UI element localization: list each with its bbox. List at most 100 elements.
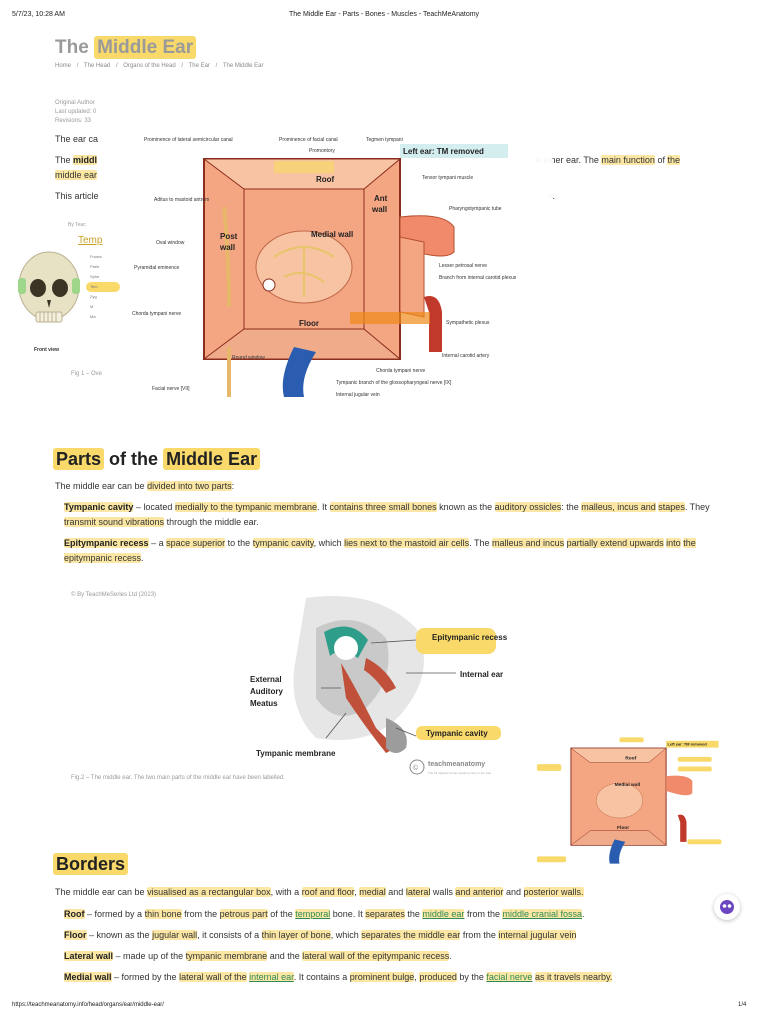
intro-p2-function: main function	[601, 155, 655, 165]
print-page-title: The Middle Ear - Parts - Bones - Muscles…	[288, 11, 480, 18]
label-tegmen: Tegmen tympani	[366, 137, 403, 143]
copyright-icon: ©	[71, 592, 76, 598]
label-promontory: Promontory	[309, 148, 335, 154]
text: through the middle ear.	[166, 517, 259, 527]
breadcrumb-ear[interactable]: The Ear	[188, 63, 210, 69]
intro-p2-the: The	[55, 155, 71, 165]
skull-figure: By Teac Temp Fronta Parie Sphe Tem Zyg M…	[14, 222, 124, 362]
text: By TeachMeSeries Ltd (2023)	[77, 592, 157, 598]
chat-widget-button[interactable]	[714, 894, 740, 920]
text: and anterior	[455, 887, 504, 897]
text: lateral wall of the	[179, 972, 247, 982]
parts-credit: © By TeachMeSeries Ltd (2023)	[71, 592, 156, 598]
breadcrumb: Home / The Head / Organs of the Head / T…	[55, 63, 268, 69]
label-round: Round window	[232, 355, 265, 361]
label-external-auditory-meatus: External Auditory Meatus	[250, 675, 283, 708]
borders-intro: The middle ear can be visualised as a re…	[55, 885, 584, 900]
breadcrumb-sep: /	[181, 63, 184, 69]
label-internal-carotid: Internal carotid artery	[442, 353, 490, 359]
thumb-floor: Floor	[617, 825, 629, 831]
breadcrumb-organs[interactable]: Organs of the Head	[123, 63, 176, 69]
middle-cranial-fossa-link[interactable]: middle cranial fossa	[502, 909, 583, 919]
text: contains three small bones	[329, 502, 437, 512]
text: Medial wall	[64, 972, 112, 982]
text: Tympanic cavity	[64, 502, 134, 512]
text: from the	[462, 930, 496, 940]
text: petrous part	[219, 909, 268, 919]
page-title-prefix: The	[55, 37, 89, 58]
text: to the	[227, 538, 251, 548]
text: transmit sound vibrations	[64, 517, 165, 527]
diagram2-brand: teachmeanatomy	[428, 761, 485, 768]
borders-roof: Roof – formed by a thin bone from the pe…	[64, 907, 585, 922]
label-internal-ear: Internal ear	[460, 670, 503, 679]
text: and the	[269, 951, 300, 961]
middle-ear-link[interactable]: middle ear	[422, 909, 465, 919]
text: , which	[330, 930, 359, 940]
label-sympathetic: Sympathetic plexus	[446, 320, 490, 326]
label-lesser: Lesser petrosal nerve	[439, 263, 487, 269]
parts-intro: The middle ear can be divided into two p…	[55, 479, 234, 494]
internal-ear-link[interactable]: internal ear	[249, 972, 294, 982]
label-post: Post	[220, 232, 238, 241]
skull-link[interactable]: Temp	[78, 235, 103, 246]
borders-lateral: Lateral wall – made up of the tympanic m…	[64, 949, 452, 964]
chat-icon	[720, 900, 734, 914]
page-title: The Middle Ear	[55, 36, 197, 59]
label-roof: Roof	[316, 175, 335, 184]
text: internal jugular vein	[498, 930, 577, 940]
borders-heading: Borders	[53, 853, 129, 875]
intro-p2-middle: middl	[73, 155, 98, 165]
label-jugular: Internal jugular vein	[336, 392, 380, 398]
label-pharyngo: Pharyngotympanic tube	[449, 206, 502, 212]
middle-ear-walls-diagram: Left ear: TM removed Prominence of later…	[124, 97, 552, 410]
skull-label: Ma	[90, 314, 96, 319]
text: from the	[184, 909, 218, 919]
borders-medial: Medial wall – formed by the lateral wall…	[64, 970, 744, 985]
thumb-banner: Left ear: TM removed	[668, 742, 708, 747]
print-url: https://teachmeanatomy.info/head/organs/…	[12, 1002, 164, 1008]
text: separates the middle ear	[361, 930, 461, 940]
breadcrumb-home[interactable]: Home	[55, 63, 72, 69]
breadcrumb-head[interactable]: The Head	[83, 63, 111, 69]
diagram1-banner: Left ear: TM removed	[403, 147, 484, 156]
breadcrumb-sep: /	[115, 63, 118, 69]
text: – formed by a	[87, 909, 143, 919]
text: Floor	[64, 930, 87, 940]
parts-epitympanic-recess: Epitympanic recess – a space superior to…	[64, 536, 724, 566]
print-page-number: 1/4	[738, 1002, 747, 1008]
skull-labels: Fronta Parie Sphe Tem Zyg M Ma	[90, 252, 102, 322]
text: jugular wall	[152, 930, 198, 940]
text: , which	[313, 538, 342, 548]
label-floor: Floor	[299, 319, 319, 328]
text: divided into two parts	[147, 481, 232, 491]
text: space superior	[166, 538, 226, 548]
parts-tympanic-cavity: Tympanic cavity – located medially to th…	[64, 500, 724, 530]
text: – formed by the	[114, 972, 177, 982]
skull-front-view: Front view	[34, 347, 60, 353]
article-meta: Original Author Last updated: 0 Revision…	[55, 99, 96, 126]
label-tensor: Tensor tympani muscle	[422, 175, 473, 181]
label-aditus: Aditus to mastoid antrum	[154, 197, 209, 203]
text: .	[141, 553, 144, 563]
text: Borders	[53, 853, 129, 875]
intro-p2-start: The middl	[55, 153, 98, 168]
facial-nerve-link[interactable]: facial nerve	[486, 972, 533, 982]
print-datetime: 5/7/23, 10:28 AM	[12, 11, 65, 18]
text: known as the	[439, 502, 493, 512]
meta-revisions: Revisions: 33	[55, 118, 92, 124]
label-chorda-l: Chorda tympani nerve	[132, 311, 181, 317]
skull-label: M	[90, 304, 94, 309]
intro-p2-end: e inner ear. The main function of the	[536, 153, 680, 168]
label-tympanic-branch: Tympanic branch of the glossopharyngeal …	[336, 380, 452, 386]
skull-label: Tem	[90, 284, 98, 289]
label-medial: Medial wall	[311, 230, 353, 239]
breadcrumb-current: The Middle Ear	[222, 63, 264, 69]
svg-text:©: ©	[413, 764, 419, 772]
text: – made up of the	[115, 951, 184, 961]
text: Epitympanic recess	[64, 538, 149, 548]
text: :	[231, 481, 235, 491]
text: malleus, incus and	[581, 502, 656, 512]
temporal-link[interactable]: temporal	[295, 909, 331, 919]
intro-p2-middle-ear: middle ear	[55, 170, 98, 180]
